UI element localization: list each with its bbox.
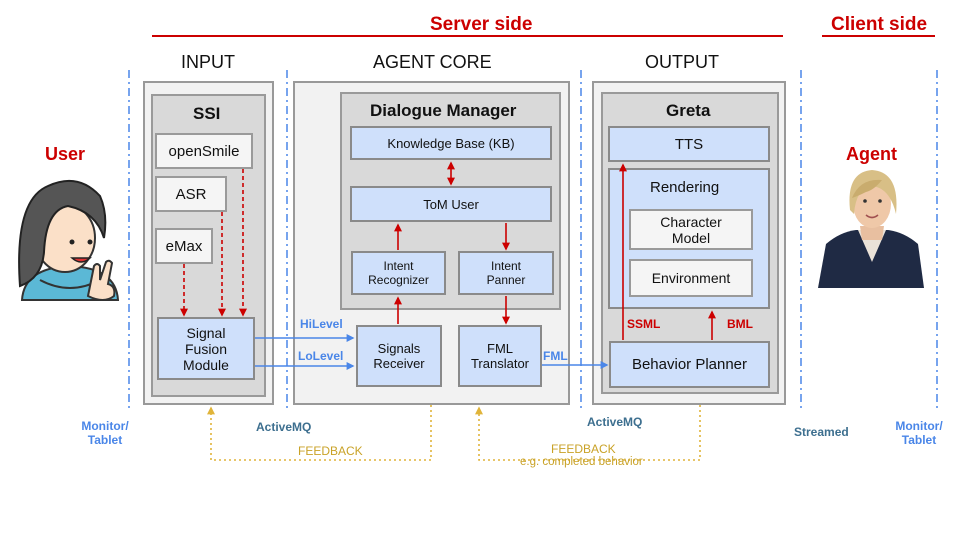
behavior-planner-box: Behavior Planner (609, 341, 770, 388)
streamed-label: Streamed (794, 425, 849, 439)
knowledge-base-box: Knowledge Base (KB) (350, 126, 552, 160)
character-model-box: Character Model (629, 209, 753, 250)
user-label: User (45, 144, 86, 164)
opensmile-box: openSmile (155, 133, 253, 169)
section-agent-core: AGENT CORE (373, 52, 492, 72)
ssi-title: SSI (193, 104, 221, 123)
fml-label: FML (543, 349, 568, 363)
signal-fusion-module-box: Signal Fusion Module (157, 317, 255, 380)
tom-user-box: ToM User (350, 186, 552, 222)
server-side-title: Server side (430, 14, 533, 35)
activemq-right-label: ActiveMQ (587, 415, 643, 429)
section-input: INPUT (181, 52, 235, 72)
emax-box: eMax (155, 228, 213, 264)
section-output: OUTPUT (645, 52, 719, 72)
hilevel-label: HiLevel (300, 317, 343, 331)
lolevel-label: LoLevel (298, 349, 344, 363)
feedback-left-line (207, 405, 432, 461)
intent-recognizer-box: Intent Recognizer (351, 251, 446, 295)
greta-title: Greta (666, 101, 711, 120)
feedback-right-label: FEEDBACK (551, 442, 616, 456)
bml-label: BML (727, 317, 753, 331)
user-device-label: Monitor/ Tablet (81, 419, 129, 447)
feedback-right-sublabel: e.g. completed behavior (520, 456, 643, 468)
dialogue-manager-title: Dialogue Manager (370, 101, 517, 120)
asr-box: ASR (155, 176, 227, 212)
fml-translator-box: FML Translator (458, 325, 542, 387)
ssml-label: SSML (627, 317, 661, 331)
feedback-right-line (475, 405, 701, 461)
rendering-title: Rendering (650, 179, 720, 196)
signals-receiver-box: Signals Receiver (356, 325, 442, 387)
environment-box: Environment (629, 259, 753, 297)
client-side-title: Client side (831, 14, 928, 35)
agent-label: Agent (846, 144, 897, 164)
agent-device-label: Monitor/ Tablet (895, 419, 943, 447)
tts-box: TTS (608, 126, 770, 162)
activemq-left-label: ActiveMQ (256, 420, 312, 434)
feedback-left-label: FEEDBACK (298, 444, 363, 458)
intent-planner-box: Intent Panner (458, 251, 554, 295)
